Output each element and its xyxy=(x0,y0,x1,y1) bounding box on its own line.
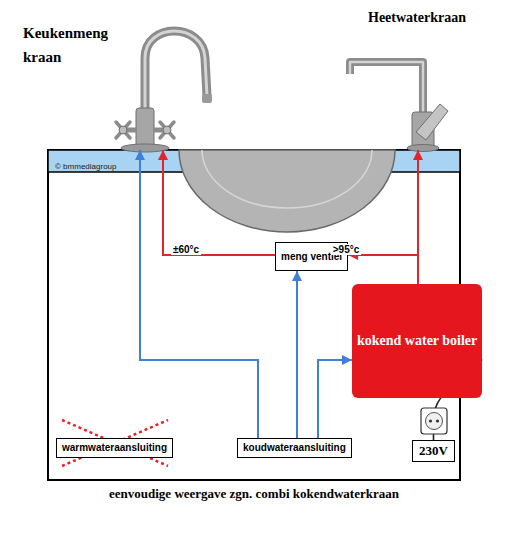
box-label: kokend water boiler xyxy=(357,332,477,350)
connection-box: koudwateraansluiting xyxy=(237,438,352,458)
box-label: warmwateraansluiting xyxy=(62,442,167,454)
mixer-tap xyxy=(116,31,212,152)
socket-hole xyxy=(436,419,439,422)
socket-face xyxy=(426,413,443,430)
water-pipe xyxy=(348,255,418,284)
water-pipe xyxy=(296,271,298,438)
mixer-spout-shine xyxy=(145,31,207,112)
box-label: 230V xyxy=(419,443,448,459)
boiling-spout-shine xyxy=(350,62,423,120)
power-box: 230V xyxy=(412,440,455,462)
socket-hole xyxy=(429,419,432,422)
boiling-tap xyxy=(350,62,448,152)
sink-bowl xyxy=(179,150,395,232)
tap-label-group: Keukenmeng kraan xyxy=(110,35,220,150)
boiler-box: kokend water boiler xyxy=(352,284,482,398)
copyright-note: © bmmediagroup xyxy=(55,162,116,171)
boiling-lever xyxy=(416,104,448,140)
mixer-body xyxy=(136,108,154,148)
mixer-handle-stems xyxy=(124,128,166,133)
tap-label: Keukenmeng kraan xyxy=(23,21,123,69)
water-pipe xyxy=(318,360,352,438)
temperature-label: >95°c xyxy=(331,244,362,255)
box-label: koudwateraansluiting xyxy=(243,442,346,454)
mixer-base xyxy=(121,144,169,152)
mixer-knob xyxy=(163,126,171,134)
temperature-label: ±60°c xyxy=(171,244,201,255)
water-pipe xyxy=(163,150,275,255)
boiling-base xyxy=(407,145,439,152)
mixer-knob xyxy=(119,126,127,134)
caption: eenvoudige weergave zgn. combi kokendwat… xyxy=(0,486,508,502)
socket-plate xyxy=(421,408,447,434)
boiling-spout xyxy=(350,62,423,120)
crossed-out-mark xyxy=(62,420,168,466)
mixer-nozzle xyxy=(202,94,212,103)
water-pipe xyxy=(140,150,258,438)
tap-label-group: Heetwaterkraan xyxy=(340,40,438,150)
mixer-spout xyxy=(145,31,207,112)
connection-box: warmwateraansluiting xyxy=(56,438,173,458)
tap-label: Heetwaterkraan xyxy=(368,9,466,27)
sink-inner xyxy=(202,150,372,208)
mixer-cross-handles xyxy=(116,122,174,138)
wall-socket xyxy=(421,408,447,434)
